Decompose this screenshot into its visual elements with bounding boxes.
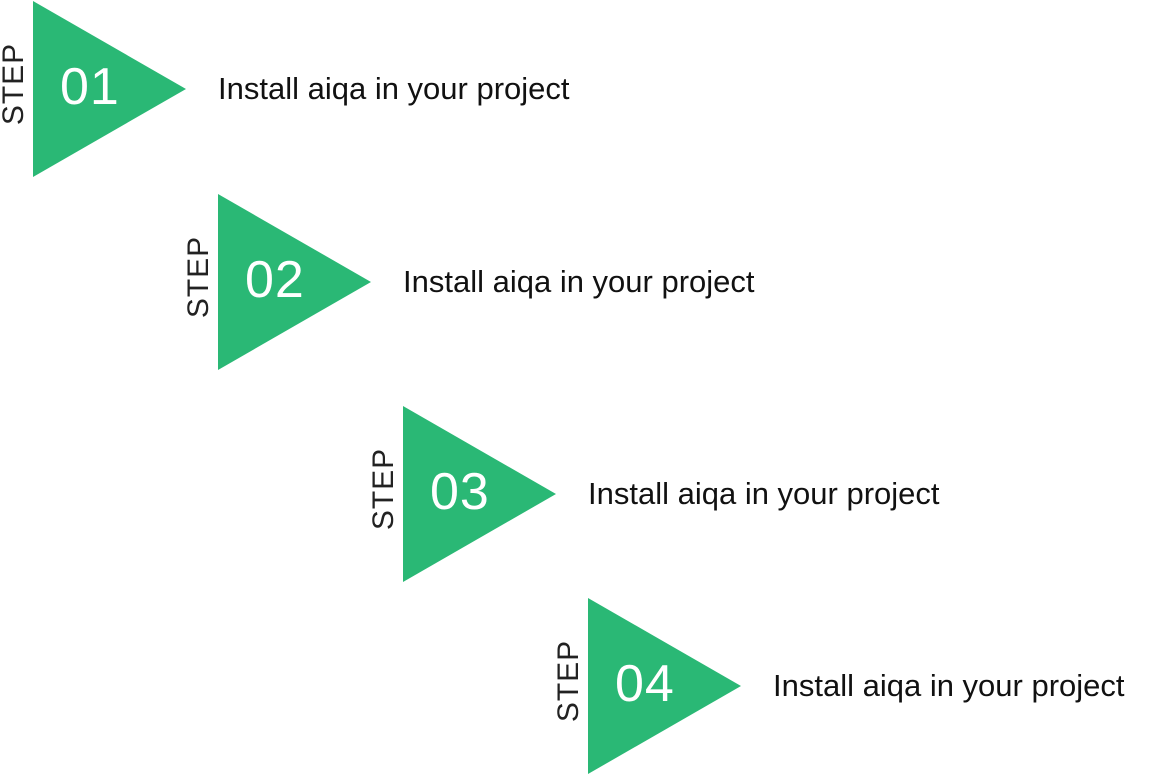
step-item-4: STEP 04 Install aiqa in your project: [552, 597, 1162, 777]
step-number-2: 02: [245, 251, 305, 309]
step-item-1: STEP 01 Install aiqa in your project: [0, 0, 800, 180]
step-item-2: STEP 02 Install aiqa in your project: [182, 193, 985, 373]
step-number-3: 03: [430, 463, 490, 521]
step-label-1: STEP: [0, 42, 30, 126]
step-label-3: STEP: [367, 447, 400, 531]
step-text-2: Install aiqa in your project: [403, 264, 755, 299]
step-label-2: STEP: [182, 235, 215, 319]
step-text-4: Install aiqa in your project: [773, 668, 1125, 703]
step-number-1: 01: [60, 58, 120, 116]
step-text-1: Install aiqa in your project: [218, 71, 570, 106]
step-number-4: 04: [615, 655, 675, 713]
step-label-4: STEP: [552, 639, 585, 723]
step-text-3: Install aiqa in your project: [588, 476, 940, 511]
step-item-3: STEP 03 Install aiqa in your project: [367, 405, 1162, 585]
